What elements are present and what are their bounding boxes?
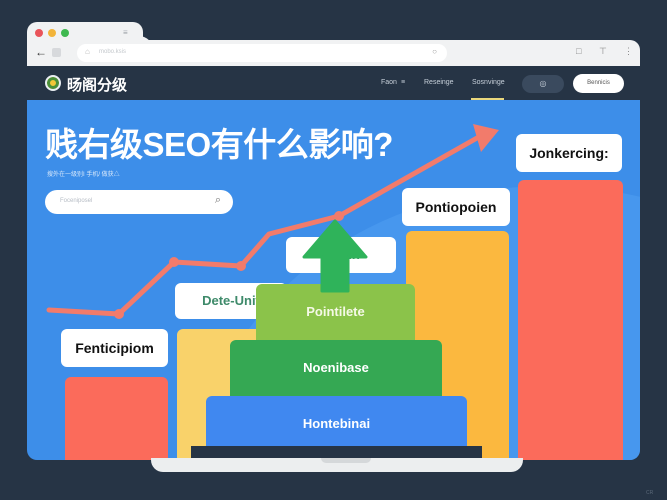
active-nav-underline — [471, 98, 504, 100]
hero-title: 贱右级SEO有什么影响? — [45, 126, 393, 163]
home-icon: ⌂ — [85, 47, 90, 56]
close-window-button[interactable] — [35, 29, 43, 37]
site-logo-text[interactable]: 旸阁分级 — [67, 77, 128, 94]
nav-menu-icon[interactable]: ≡ — [401, 79, 406, 86]
more-menu-icon[interactable]: ⋮ — [624, 46, 633, 56]
minimize-window-button[interactable] — [48, 29, 56, 37]
bar-red-left — [65, 377, 168, 460]
search-circle-icon[interactable]: ○ — [432, 47, 437, 56]
logo-icon — [45, 75, 61, 91]
maximize-window-button[interactable] — [61, 29, 69, 37]
nav-cta-button[interactable]: Bennicis — [573, 74, 624, 93]
nav-link-reseinge[interactable]: Reseinge — [424, 79, 454, 86]
nav-user-button[interactable]: ◎ — [522, 75, 564, 93]
hero-subtitle: 搜外在一级别I 手机/ 做获△ — [47, 172, 120, 178]
share-icon[interactable]: □ — [576, 46, 582, 56]
label-card-jonkercing: Jonkercing: — [516, 134, 622, 172]
label-card-pontiopoien: Pontiopoien — [402, 188, 510, 226]
label-card-fenticipiom: Fenticipiom — [61, 329, 168, 367]
watermark: CR — [646, 490, 654, 496]
back-arrow-icon[interactable]: ← — [35, 45, 47, 59]
laptop-base — [151, 458, 523, 472]
laptop-notch — [321, 458, 371, 463]
browser-toolbar: ← ⌂ mobo.ksis ○ □ ⊤ ⋮ — [27, 40, 640, 66]
search-placeholder: Foceniposel — [60, 198, 93, 204]
nav-link-faon[interactable]: Faon — [381, 79, 397, 86]
search-icon[interactable]: ⌕ — [214, 194, 221, 206]
address-bar[interactable]: ⌂ mobo.ksis ○ — [77, 44, 447, 62]
bar-red-right — [518, 180, 623, 460]
trend-line-graphic — [46, 124, 499, 319]
tab-menu-icon[interactable]: ≡ — [123, 28, 128, 37]
up-arrow-icon — [302, 219, 368, 293]
bar-label-hontebinai: Hontebinai — [302, 416, 371, 431]
reload-icon[interactable] — [52, 48, 61, 57]
bar-label-pointilete: Pointilete — [306, 304, 365, 319]
bar-label-noenibase: Noenibase — [303, 360, 369, 375]
download-icon[interactable]: ⊤ — [599, 46, 607, 56]
site-navbar: 旸阁分级 Faon ≡ Reseinge Sosnvinge ◎ Bennici… — [27, 66, 640, 100]
nav-link-sosnvinge[interactable]: Sosnvinge — [472, 79, 505, 86]
hero-search-input[interactable]: Foceniposel ⌕ — [45, 190, 233, 214]
laptop-screen-edge — [191, 446, 482, 458]
website-viewport: 旸阁分级 Faon ≡ Reseinge Sosnvinge ◎ Bennici… — [27, 66, 640, 460]
address-text: mobo.ksis — [99, 49, 127, 55]
